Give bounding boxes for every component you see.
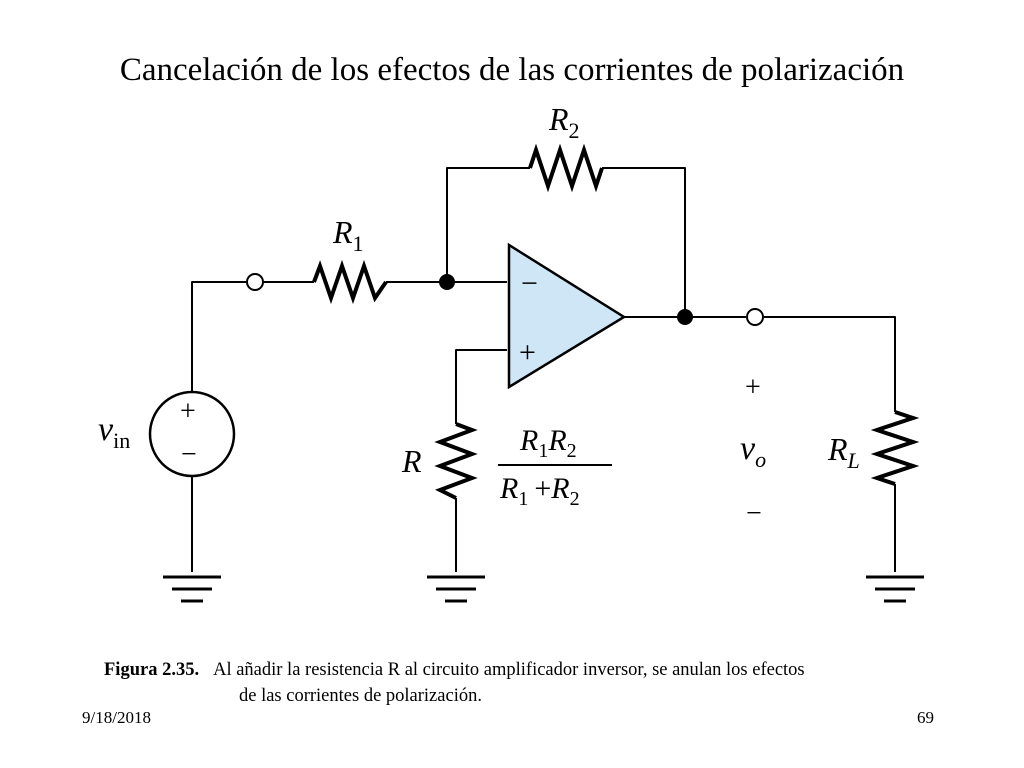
opamp-plus-sign: +	[519, 336, 536, 369]
opamp-triangle	[507, 242, 627, 390]
wire-feedback-right	[602, 167, 686, 317]
wire-plus-input	[455, 349, 507, 424]
slide-date: 9/18/2018	[82, 708, 151, 727]
vo-minus-sign: −	[746, 498, 762, 529]
wire-rl-top	[764, 316, 896, 412]
junction-node-inverting	[439, 274, 455, 290]
resistor-r2	[528, 143, 604, 193]
opamp-minus-sign: −	[521, 267, 538, 300]
resistor-r1	[312, 259, 388, 305]
slide-title: Cancelación de los efectos de las corrie…	[119, 52, 905, 88]
wire-source-top	[191, 281, 246, 392]
figure-label: Figura 2.35.	[104, 660, 200, 680]
output-terminal	[746, 308, 764, 326]
label-r1: R1	[332, 214, 364, 256]
source-minus-sign: −	[181, 439, 197, 470]
resistor-rl	[870, 410, 920, 486]
voltage-source	[148, 390, 236, 478]
label-r2: R2	[548, 101, 580, 143]
caption-line-1: Al añadir la resistencia R al circuito a…	[213, 660, 805, 680]
input-terminal	[246, 273, 264, 291]
label-vin: vin	[98, 411, 130, 453]
ground-rl	[866, 575, 924, 603]
source-plus-sign: +	[180, 396, 196, 427]
label-vo: vo	[740, 430, 766, 472]
resistor-r	[434, 422, 478, 500]
slide-page-number: 69	[917, 708, 934, 727]
ground-source	[163, 575, 221, 603]
label-rl: RL	[827, 431, 860, 473]
figure-caption: Figura 2.35. Al añadir la resistencia R a…	[104, 657, 984, 709]
vo-plus-sign: +	[745, 372, 761, 403]
wire-feedback-left	[446, 167, 530, 282]
formula-denominator: R1+R2	[499, 472, 580, 510]
junction-node-output	[677, 309, 693, 325]
label-r: R	[401, 443, 422, 479]
ground-r	[427, 575, 485, 603]
caption-line-2: de las corrientes de polarización.	[239, 686, 482, 706]
formula-numerator: R1R2	[519, 424, 577, 462]
